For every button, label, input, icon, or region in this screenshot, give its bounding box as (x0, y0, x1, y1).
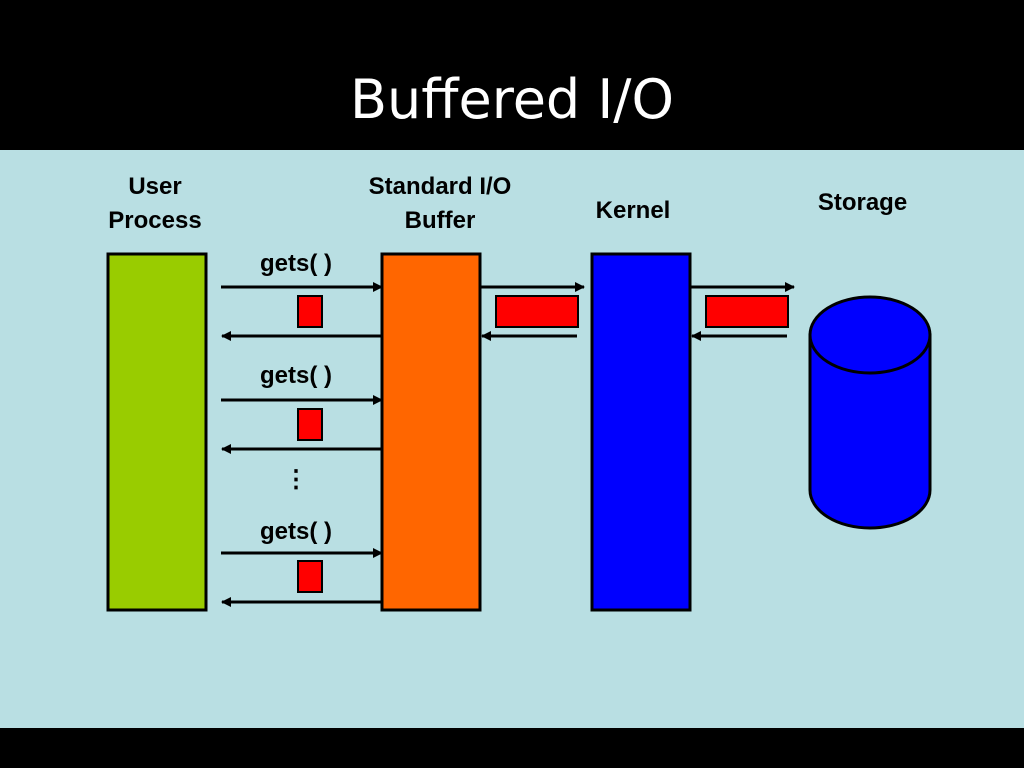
gets-call-label-2: gets( ) (260, 362, 332, 389)
storage-cylinder-icon (808, 295, 932, 530)
data-block-1 (297, 295, 323, 328)
storage-cylinder-top (808, 295, 932, 375)
gets-call-label-1: gets( ) (260, 250, 332, 277)
user-process-label-line1: User (128, 173, 182, 200)
stdio-buffer-label-line2: Buffer (404, 207, 476, 234)
kernel-label: Kernel (595, 197, 671, 224)
stdio-buffer-label: Standard I/O Buffer (350, 170, 530, 238)
user-process-label: User Process (90, 170, 220, 238)
data-block-2 (297, 408, 323, 441)
slide-title: Buffered I/O (350, 68, 674, 131)
storage-cylinder-body (808, 333, 932, 530)
ellipsis-label: ⋮ (284, 466, 308, 493)
data-block-3 (297, 560, 323, 593)
kernel-storage-data-block (705, 295, 789, 328)
stdio-buffer-label-line1: Standard I/O (368, 173, 512, 200)
user-process-box (106, 252, 208, 612)
gets-call-label-3: gets( ) (260, 518, 332, 545)
stdio-buffer-box (380, 252, 482, 612)
buffer-kernel-data-block (495, 295, 579, 328)
user-process-label-line2: Process (108, 207, 202, 234)
storage-label: Storage (817, 189, 908, 216)
kernel-box (590, 252, 692, 612)
